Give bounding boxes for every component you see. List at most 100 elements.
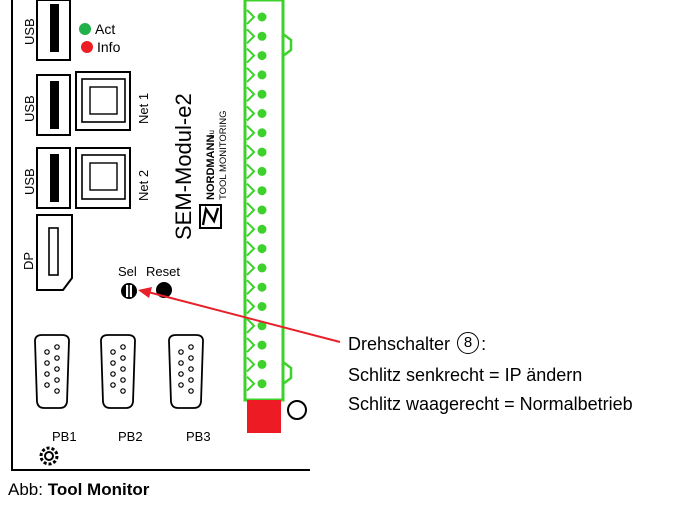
terminal-pin-dot bbox=[257, 379, 267, 389]
module-name: SEM-Modul-e2 bbox=[171, 93, 196, 240]
terminal-pin-dot bbox=[257, 359, 267, 369]
terminal-pin-dot bbox=[257, 205, 267, 215]
callout-number-badge: 8 bbox=[457, 332, 480, 355]
db9-pin bbox=[188, 388, 194, 394]
caption-title: Tool Monitor bbox=[47, 480, 150, 499]
terminal-pin-notch bbox=[246, 298, 256, 315]
reset-button-icon bbox=[156, 282, 172, 298]
callout-title: Drehschalter 8: bbox=[348, 332, 487, 356]
callout-line-3: Schlitz waagerecht = Normalbetrieb bbox=[348, 394, 633, 414]
db9-pin bbox=[54, 355, 60, 361]
terminal-pin-notch bbox=[246, 240, 256, 257]
terminal-pin-dot bbox=[257, 147, 267, 157]
db9-pin bbox=[120, 366, 126, 372]
terminal-pin-notch bbox=[246, 221, 256, 238]
db9-shell bbox=[168, 334, 204, 409]
terminal-pin-notch bbox=[246, 86, 256, 102]
terminal-pin-notch bbox=[246, 182, 256, 199]
terminal-pin-notch bbox=[246, 202, 256, 218]
db9-pin bbox=[44, 349, 50, 355]
net1-label: Net 1 bbox=[136, 93, 151, 124]
db9-pin bbox=[44, 382, 50, 388]
usb-port-3: USB bbox=[22, 147, 71, 209]
terminal-pin-dot bbox=[257, 302, 267, 311]
db9-pin bbox=[120, 344, 126, 350]
terminal-pin-notch bbox=[246, 375, 256, 392]
terminal-pin-notch bbox=[246, 28, 256, 45]
terminal-pin-dot bbox=[257, 89, 267, 99]
usb-port-2: USB bbox=[22, 74, 71, 136]
net-port-1: Net 1 bbox=[75, 71, 151, 131]
db9-pin bbox=[110, 382, 116, 388]
db9-pin bbox=[120, 377, 126, 383]
terminal-pin-dot bbox=[257, 186, 267, 196]
sel-label: Sel bbox=[118, 264, 137, 279]
callout-arrow bbox=[138, 287, 341, 343]
terminal-pin-notch bbox=[246, 67, 256, 83]
db9-pin bbox=[120, 388, 126, 394]
pb1-label: PB1 bbox=[52, 429, 77, 444]
terminal-pin-dot bbox=[257, 166, 267, 176]
terminal-pin-notch bbox=[246, 356, 256, 373]
info-led-icon bbox=[81, 41, 93, 53]
profibus-connector-2 bbox=[100, 334, 136, 409]
terminal-pin-dot bbox=[257, 282, 267, 292]
brand-suffix: eu bbox=[207, 130, 216, 139]
usb-label-1: USB bbox=[22, 18, 37, 45]
db9-pin bbox=[178, 371, 184, 377]
net-port-2: Net 2 bbox=[75, 147, 151, 209]
db9-pin bbox=[178, 382, 184, 388]
profibus-connector-3 bbox=[168, 334, 204, 409]
brand-name: NORDMANN bbox=[205, 135, 217, 200]
terminal-pin-dot bbox=[257, 70, 267, 80]
db9-shell bbox=[100, 334, 136, 409]
db9-pin bbox=[54, 344, 60, 350]
gear-icon bbox=[39, 446, 59, 466]
terminal-pin-dot bbox=[257, 31, 267, 41]
housing-outline bbox=[11, 0, 310, 471]
terminal-pin-dot bbox=[257, 263, 267, 273]
usb-label-3: USB bbox=[22, 168, 37, 195]
callout-line-2: Schlitz senkrecht = IP ändern bbox=[348, 365, 583, 385]
db9-pin bbox=[54, 388, 60, 394]
callout-title-text: Drehschalter bbox=[348, 334, 451, 354]
info-label: Info bbox=[97, 39, 121, 55]
brand-tagline: TOOL MONITORING bbox=[218, 110, 229, 200]
rotary-switch-icon bbox=[121, 283, 137, 299]
usb-port-1: USB bbox=[22, 0, 71, 61]
net2-label: Net 2 bbox=[136, 170, 151, 201]
db9-pin bbox=[188, 366, 194, 372]
reset-label: Reset bbox=[146, 264, 180, 279]
pb2-label: PB2 bbox=[118, 429, 143, 444]
red-terminal bbox=[247, 400, 281, 433]
db9-pin bbox=[54, 366, 60, 372]
db9-pin bbox=[188, 344, 194, 350]
db9-pin bbox=[178, 360, 184, 366]
db9-pin bbox=[178, 349, 184, 355]
terminal-block bbox=[243, 0, 307, 433]
terminal-pin-dot bbox=[257, 340, 267, 350]
terminal-pin-notch bbox=[246, 47, 256, 64]
db9-pin bbox=[120, 355, 126, 361]
caption-prefix: Abb: bbox=[8, 480, 48, 499]
pb3-label: PB3 bbox=[186, 429, 211, 444]
dp-label: DP bbox=[21, 252, 36, 270]
terminal-pin-dot bbox=[257, 12, 267, 22]
ground-screw-icon bbox=[287, 400, 307, 420]
profibus-connector-1 bbox=[34, 334, 70, 409]
terminal-pin-notch bbox=[246, 279, 256, 295]
terminal-pin-dot bbox=[257, 224, 267, 234]
terminal-pin-notch bbox=[246, 260, 256, 276]
terminal-pin-notch bbox=[246, 105, 256, 122]
terminal-pin-notch bbox=[246, 9, 256, 25]
figure-caption: Abb: Tool Monitor bbox=[8, 480, 149, 500]
terminal-pin-dot bbox=[257, 128, 267, 138]
terminal-pin-dot bbox=[257, 51, 267, 61]
terminal-pin-dot bbox=[257, 109, 267, 118]
db9-pin bbox=[110, 349, 116, 355]
callout-title-suffix: : bbox=[481, 334, 487, 354]
db9-pin bbox=[110, 371, 116, 377]
terminal-pin-notch bbox=[246, 125, 256, 141]
act-led-icon bbox=[79, 23, 91, 35]
